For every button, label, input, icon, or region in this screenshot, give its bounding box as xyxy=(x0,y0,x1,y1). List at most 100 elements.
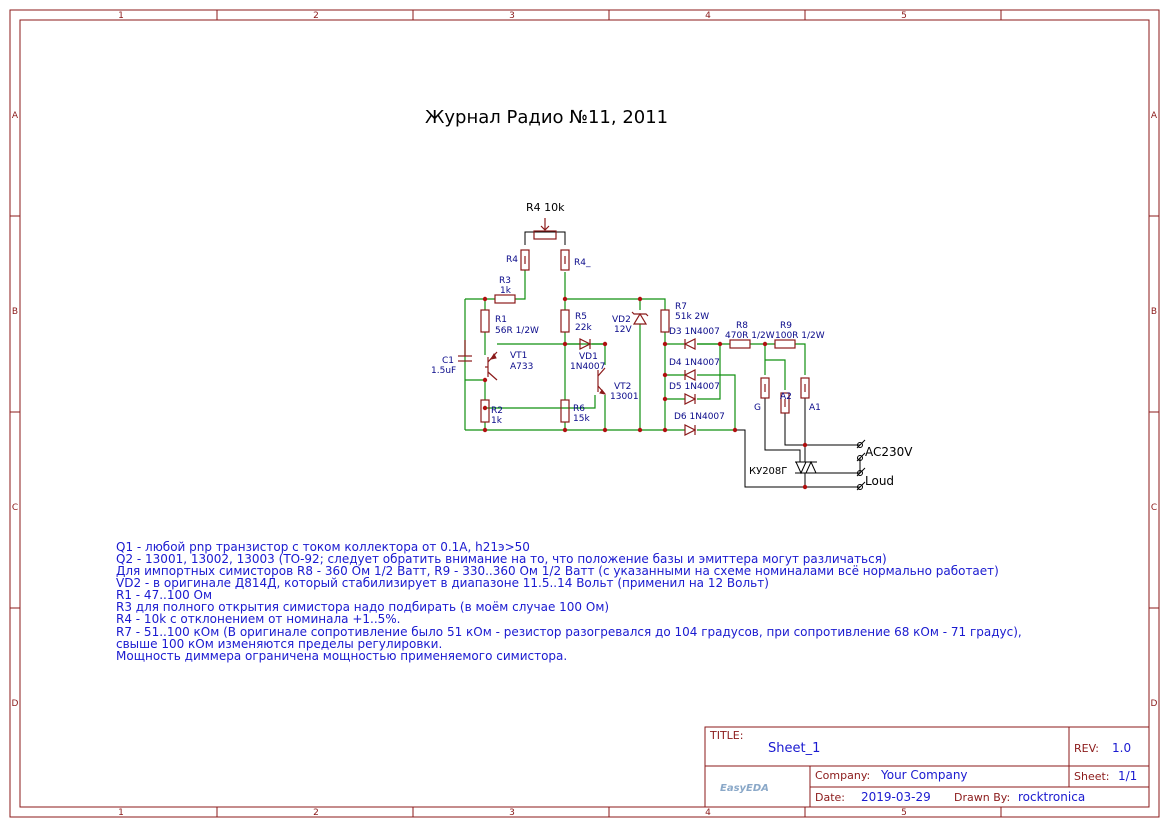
vt2-name: VT2 xyxy=(614,382,631,392)
d5-diode xyxy=(684,393,697,405)
note-line: свыше 100 кОм изменяются пределы регулир… xyxy=(116,637,442,651)
triac-label: КУ208Г xyxy=(749,466,787,477)
load-label: Loud xyxy=(865,474,894,488)
r1-resistor xyxy=(480,309,490,333)
frame-row-label: D xyxy=(12,699,19,709)
note-line: R4 - 10k с отклонением от номинала +1..5… xyxy=(116,612,400,626)
vd2-value: 12V xyxy=(614,325,632,335)
sheet-title: Журнал Радио №11, 2011 xyxy=(425,107,668,128)
r6-value: 15k xyxy=(573,414,590,424)
gate-label: G xyxy=(754,403,761,413)
d3-diode xyxy=(683,338,696,350)
date-label: Date: xyxy=(815,791,845,804)
r8-value: 470R 1/2W xyxy=(725,331,775,341)
title-value: Sheet_1 xyxy=(768,741,820,756)
drawn-by-value: rocktronica xyxy=(1018,790,1085,804)
a2-pin xyxy=(780,392,790,414)
a2-label: A2 xyxy=(780,392,792,402)
triac xyxy=(795,457,817,487)
vd1-diode xyxy=(579,338,592,350)
r9-value: 100R 1/2W xyxy=(775,331,825,341)
drawn-by-label: Drawn By: xyxy=(954,791,1010,804)
frame-row-label: D xyxy=(1151,699,1158,709)
sheet-value: 1/1 xyxy=(1118,769,1137,783)
frame-row-label: A xyxy=(12,111,19,121)
vt1-transistor xyxy=(485,351,498,381)
frame-row-label: C xyxy=(1151,503,1157,513)
r4b-resistor xyxy=(560,249,570,271)
a1-pin xyxy=(800,377,810,399)
r4-resistor xyxy=(520,249,530,271)
note-line: R7 - 51..100 кОм (В оригинале сопротивле… xyxy=(116,625,1022,639)
frame-col-label: 4 xyxy=(705,808,711,818)
note-line: Q2 - 13001, 13002, 13003 (ТО-92; следует… xyxy=(116,552,887,566)
vd2-name: VD2 xyxy=(612,315,631,325)
r7-value: 51k 2W xyxy=(675,312,709,322)
frame-col-label: 1 xyxy=(118,11,124,21)
vt1-name: VT1 xyxy=(510,351,527,361)
r9-resistor xyxy=(774,339,796,349)
r6-name: R6 xyxy=(573,404,585,414)
frame-col-label: 5 xyxy=(901,808,907,818)
r3-value: 1k xyxy=(500,286,512,296)
frame-col-label: 3 xyxy=(509,11,515,21)
a1-label: A1 xyxy=(809,403,821,413)
date-value: 2019-03-29 xyxy=(861,790,931,804)
note-line: R3 для полного открытия симистора надо п… xyxy=(116,600,609,614)
gate-pin xyxy=(760,377,770,399)
r5-name: R5 xyxy=(575,312,587,322)
r4-potentiometer xyxy=(533,218,557,240)
r8-resistor xyxy=(729,339,751,349)
frame-col-label: 2 xyxy=(313,808,319,818)
r7-name: R7 xyxy=(675,302,687,312)
frame-col-label: 5 xyxy=(901,11,907,21)
note-line: R1 - 47..100 Ом xyxy=(116,588,212,602)
note-line: Q1 - любой pnp транзистор с током коллек… xyxy=(116,540,530,554)
vd1-value: 1N4007 xyxy=(570,362,605,372)
r8-name: R8 xyxy=(736,321,748,331)
r5-resistor xyxy=(560,309,570,333)
d6-diode xyxy=(684,424,697,436)
sheet-label: Sheet: xyxy=(1074,770,1110,783)
note-line: Для импортных симисторов R8 - 360 Ом 1/2… xyxy=(116,564,999,578)
vt1-value: A733 xyxy=(510,362,533,372)
d6-label: D6 1N4007 xyxy=(674,412,725,422)
frame-row-label: A xyxy=(1151,111,1158,121)
title-block: TITLE: Sheet_1 REV: 1.0 EasyEDA Company:… xyxy=(704,726,1150,808)
r4b-label: R4_ xyxy=(574,258,591,268)
company-label: Company: xyxy=(815,769,870,782)
company-value: Your Company xyxy=(880,768,968,782)
vt2-transistor xyxy=(597,367,607,395)
r3-resistor xyxy=(494,294,516,304)
vd1-name: VD1 xyxy=(579,352,598,362)
vd2-zener xyxy=(631,311,649,325)
notes-block: Q1 - любой pnp транзистор с током коллек… xyxy=(116,540,1022,663)
vt2-value: 13001 xyxy=(610,392,639,402)
r2-name: R2 xyxy=(491,406,503,416)
d3-label: D3 1N4007 xyxy=(669,327,720,337)
frame-row-label: B xyxy=(1151,307,1157,317)
sheet-frame: 1 2 3 4 5 1 2 3 4 5 A B C D A B C D xyxy=(9,9,1160,818)
rev-value: 1.0 xyxy=(1112,741,1131,755)
frame-row-label: C xyxy=(12,503,18,513)
r3-name: R3 xyxy=(499,276,511,286)
c1-name: C1 xyxy=(442,356,454,366)
d4-label: D4 1N4007 xyxy=(669,358,720,368)
r1-value: 56R 1/2W xyxy=(495,326,539,336)
frame-col-label: 4 xyxy=(705,11,711,21)
r5-value: 22k xyxy=(575,323,592,333)
frame-row-label: B xyxy=(12,307,18,317)
note-line: Мощность диммера ограничена мощностью пр… xyxy=(116,649,567,663)
rev-label: REV: xyxy=(1074,742,1099,755)
c1-capacitor xyxy=(458,340,472,362)
ac-label: AC230V xyxy=(865,445,913,459)
r4-label: R4 xyxy=(506,255,518,265)
r2-value: 1k xyxy=(491,416,503,426)
c1-value: 1.5uF xyxy=(431,366,456,376)
frame-col-label: 3 xyxy=(509,808,515,818)
r7-resistor xyxy=(660,309,670,333)
r2-resistor xyxy=(480,399,490,423)
note-line: VD2 - в оригинале Д814Д, который стабили… xyxy=(116,576,769,590)
r4-pot-label: R4 10k xyxy=(526,201,565,214)
r9-name: R9 xyxy=(780,321,792,331)
